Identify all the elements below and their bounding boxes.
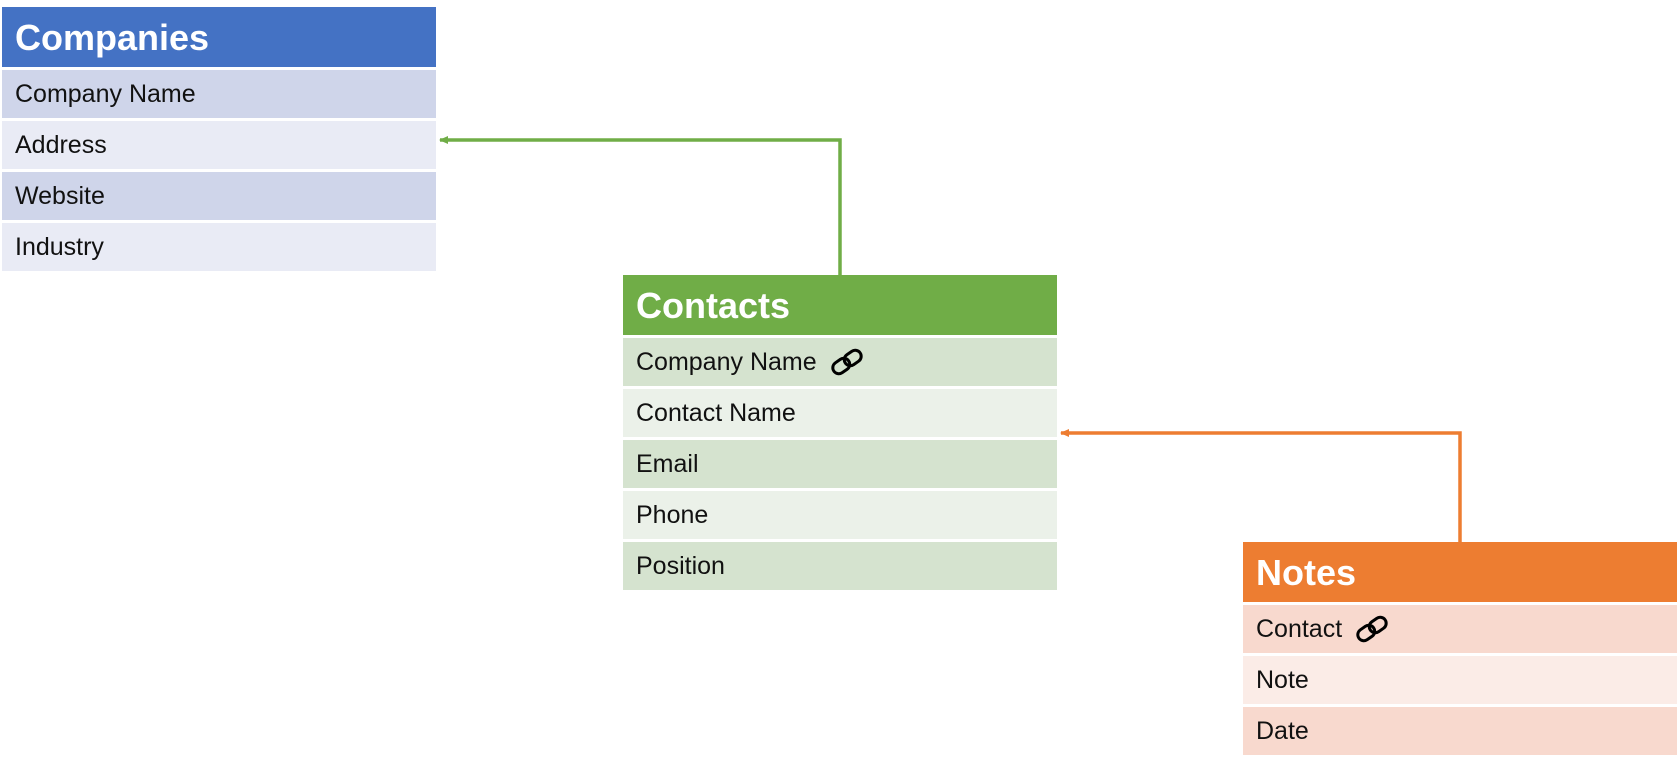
field-company-name: Company Name — [623, 338, 1057, 386]
field-contact-name: Contact Name — [623, 389, 1057, 437]
companies-table-header: Companies — [2, 7, 436, 67]
field-phone: Phone — [623, 491, 1057, 539]
contacts-table: Contacts Company Name Contact Name Email… — [623, 275, 1057, 590]
field-label: Email — [636, 450, 699, 478]
field-website: Website — [2, 172, 436, 220]
field-label: Contact — [1256, 615, 1343, 643]
field-company-name: Company Name — [2, 70, 436, 118]
contacts-table-header: Contacts — [623, 275, 1057, 335]
field-industry: Industry — [2, 223, 436, 271]
field-note: Note — [1243, 656, 1677, 704]
field-label: Phone — [636, 501, 709, 529]
field-contact: Contact — [1243, 605, 1677, 653]
field-label: Website — [15, 182, 105, 210]
field-label: Address — [15, 131, 107, 159]
field-date: Date — [1243, 707, 1677, 755]
field-position: Position — [623, 542, 1057, 590]
field-label: Date — [1256, 717, 1309, 745]
contacts-to-companies-connector — [439, 136, 842, 275]
field-address: Address — [2, 121, 436, 169]
notes-table-header: Notes — [1243, 542, 1677, 602]
link-icon — [829, 348, 865, 376]
field-label: Contact Name — [636, 399, 796, 427]
field-label: Industry — [15, 233, 104, 261]
field-label: Company Name — [636, 348, 817, 376]
link-icon — [1354, 615, 1390, 643]
notes-to-contacts-connector — [1060, 429, 1462, 542]
field-label: Company Name — [15, 80, 196, 108]
companies-table: Companies Company Name Address Website I… — [2, 7, 436, 271]
field-label: Note — [1256, 666, 1309, 694]
field-label: Position — [636, 552, 725, 580]
notes-table: Notes Contact Note Date — [1243, 542, 1677, 755]
field-email: Email — [623, 440, 1057, 488]
